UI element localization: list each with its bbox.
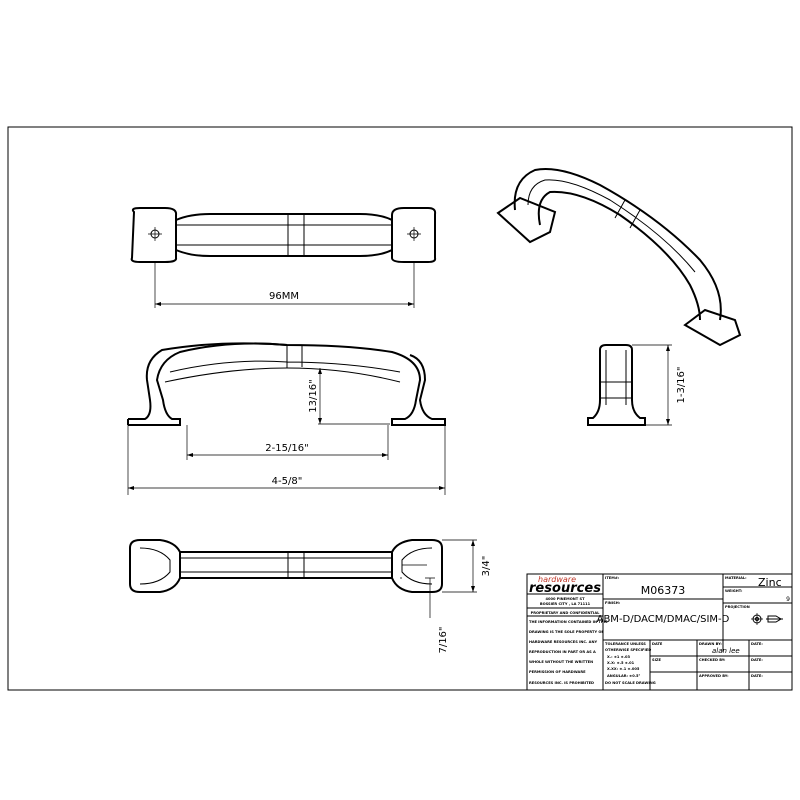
dim-center-to-center: 2-15/16"	[265, 443, 308, 454]
confidential-heading: PROPRIETARY AND CONFIDENTIAL	[531, 611, 601, 615]
tolerance-line: DO NOT SCALE DRAWING	[605, 681, 656, 685]
side-view: 1-3/16"	[587, 344, 687, 426]
tolerance-line: X.: ±1 ±.03	[607, 655, 630, 659]
drawn-by-label: DRAWN BY:	[699, 642, 722, 646]
address-line2: BOSSIER CITY , LA 71111	[540, 602, 591, 606]
logo-hardware: hardware	[538, 575, 576, 584]
tolerance-line: TOLERANCE UNLESS	[605, 642, 646, 646]
date-checked-label: DATE:	[751, 658, 763, 662]
projection-label: PROJECTION	[725, 605, 750, 609]
dim-post-width: 7/16"	[438, 626, 449, 653]
finish-value: ABM-D/DACM/DMAC/SIM-D	[597, 614, 730, 625]
address-line1: 4000 PINEMONT ST	[545, 597, 585, 601]
size-label: SIZE	[652, 658, 662, 662]
dim-width: 3/4"	[481, 556, 492, 577]
tolerance-line: X.XX: ±.1 ±.005	[607, 667, 640, 671]
weight-value: 9	[786, 596, 790, 603]
confidential-line: HARDWARE RESOURCES INC. ANY	[529, 640, 597, 644]
confidential-line: WHOLE WITHOUT THE WRITTEN	[529, 660, 593, 664]
tolerance-line: ANGULAR: ±0.5°	[607, 674, 641, 678]
title-block: hardware resources 4000 PINEMONT ST BOSS…	[526, 573, 793, 691]
confidential-line: THE INFORMATION CONTAINED IN THIS	[529, 620, 608, 624]
dim-overall-height: 1-3/16"	[676, 366, 687, 403]
drawing-frame	[7, 126, 793, 691]
date-drawn-label: DATE:	[751, 642, 763, 646]
tolerance-line: OTHERWISE SPECIFIED	[605, 648, 651, 652]
item-value: M06373	[641, 584, 685, 597]
top-view: 96MM	[130, 207, 437, 308]
confidential-line: DRAWING IS THE SOLE PROPERTY OF	[529, 630, 604, 634]
dim-hole-spacing: 96MM	[269, 291, 299, 302]
weight-label: WEIGHT:	[725, 589, 743, 593]
item-label: ITEM#:	[605, 576, 620, 580]
dim-projection: 13/16"	[308, 379, 319, 412]
projection-symbol-icon	[751, 613, 783, 625]
date-approved-label: DATE:	[751, 674, 763, 678]
date-label: DATE	[652, 642, 663, 646]
checked-by-label: CHECKED BY:	[699, 658, 726, 662]
dim-overall-length: 4-5/8"	[272, 476, 303, 487]
finish-label: FINISH:	[605, 601, 621, 605]
signature: alan lee	[712, 647, 740, 655]
material-label: MATERIAL:	[725, 576, 747, 580]
approved-by-label: APPROVED BY:	[699, 674, 729, 678]
bottom-view: 3/4" 7/16"	[129, 539, 492, 654]
material-value: Zinc	[758, 576, 782, 589]
confidential-line: RESOURCES INC. IS PROHIBITED	[529, 681, 594, 685]
isometric-view	[496, 168, 742, 347]
confidential-line: REPRODUCTION IN PART OR AS A	[529, 650, 596, 654]
logo-resources: resources	[529, 581, 601, 596]
tolerance-line: X.X: ±.5 ±.01	[607, 661, 635, 665]
front-view: 13/16" 2-15/16" 4-5/8"	[127, 342, 446, 495]
confidential-line: PERMISSION OF HARDWARE	[529, 670, 586, 674]
